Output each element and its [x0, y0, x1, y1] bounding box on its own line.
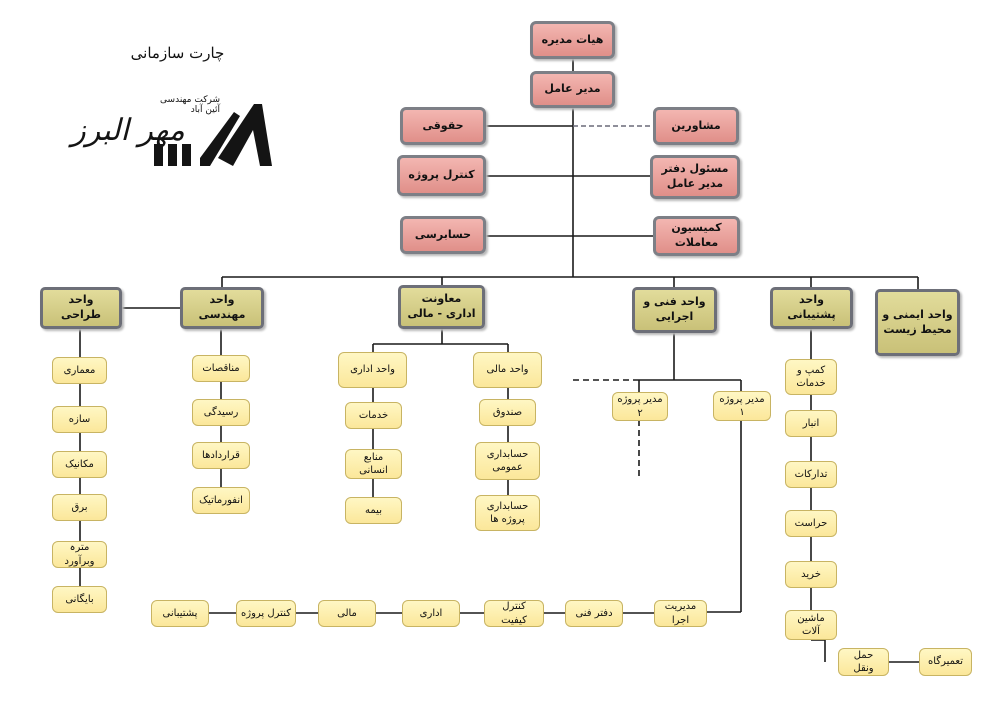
engineering-item: انفورماتیک	[192, 487, 250, 514]
project-manager-2-box: مدیر پروژه ۲	[612, 392, 668, 421]
technical-unit-box: واحد فنی و اجرایی	[632, 287, 717, 333]
admin-finance-unit-box: معاونت اداری - مالی	[398, 285, 485, 329]
project-row-item: پشتیبانی	[151, 600, 209, 627]
design-item: معماری	[52, 357, 107, 384]
design-item: مترہ وبرآورد	[52, 541, 107, 568]
audit-box: حسابرسی	[400, 216, 486, 254]
engineering-item: قراردادها	[192, 442, 250, 469]
admin-item: بیمه	[345, 497, 402, 524]
support-item: انبار	[785, 410, 837, 437]
design-item: برق	[52, 494, 107, 521]
company-logo: مهر البرز	[68, 104, 272, 166]
engineering-item: مناقصات	[192, 355, 250, 382]
support-item: تعمیرگاه	[919, 648, 972, 676]
safety-unit-box: واحد ایمنی و محیط زیست	[875, 289, 960, 356]
support-item: خرید	[785, 561, 837, 588]
office-manager-box: مسئول دفتر مدیر عامل	[650, 155, 740, 199]
design-item: بایگانی	[52, 586, 107, 613]
design-item: مکانیک	[52, 451, 107, 478]
design-unit-box: واحد طراحی	[40, 287, 122, 329]
advisors-box: مشاورین	[653, 107, 739, 145]
project-manager-1-box: مدیر پروژه ۱	[713, 391, 771, 421]
support-unit-box: واحد پشتیبانی	[770, 287, 853, 329]
project-row-item: مالی	[318, 600, 376, 627]
project-row-item: کنترل پروژه	[236, 600, 296, 627]
admin-item: خدمات	[345, 402, 402, 429]
support-item: کمپ و خدمات	[785, 359, 837, 395]
support-item: ماشین آلات	[785, 610, 837, 640]
trade-commission-box: کمیسیون معاملات	[653, 216, 740, 256]
svg-text:مهر البرز: مهر البرز	[68, 113, 185, 148]
legal-box: حقوقی	[400, 107, 486, 145]
page-title: چارت سازمانی	[130, 44, 225, 62]
project-row-item: کنترل کیفیت	[484, 600, 544, 627]
admin-unit-box: واحد اداری	[338, 352, 407, 388]
project-row-item: مدیریت اجرا	[654, 600, 707, 627]
engineering-unit-box: واحد مهندسی	[180, 287, 264, 329]
board-of-directors-box: هیات مدیره	[530, 21, 615, 59]
admin-item: منابع انسانی	[345, 449, 402, 479]
finance-unit-box: واحد مالی	[473, 352, 542, 388]
project-row-item: اداری	[402, 600, 460, 627]
company-name: شرکت مهندسی آئین آباد	[160, 95, 220, 115]
support-item: تدارکات	[785, 461, 837, 488]
finance-item: حسابداری عمومی	[475, 442, 540, 480]
support-item: حراست	[785, 510, 837, 537]
engineering-item: رسیدگی	[192, 399, 250, 426]
design-item: سازه	[52, 406, 107, 433]
project-control-box: کنترل پروژه	[397, 155, 486, 196]
finance-item: صندوق	[479, 399, 536, 426]
ceo-box: مدیر عامل	[530, 71, 615, 108]
project-row-item: دفتر فنی	[565, 600, 623, 627]
finance-item: حسابداری پروژه ها	[475, 495, 540, 531]
support-item: حمل ونقل	[838, 648, 889, 676]
